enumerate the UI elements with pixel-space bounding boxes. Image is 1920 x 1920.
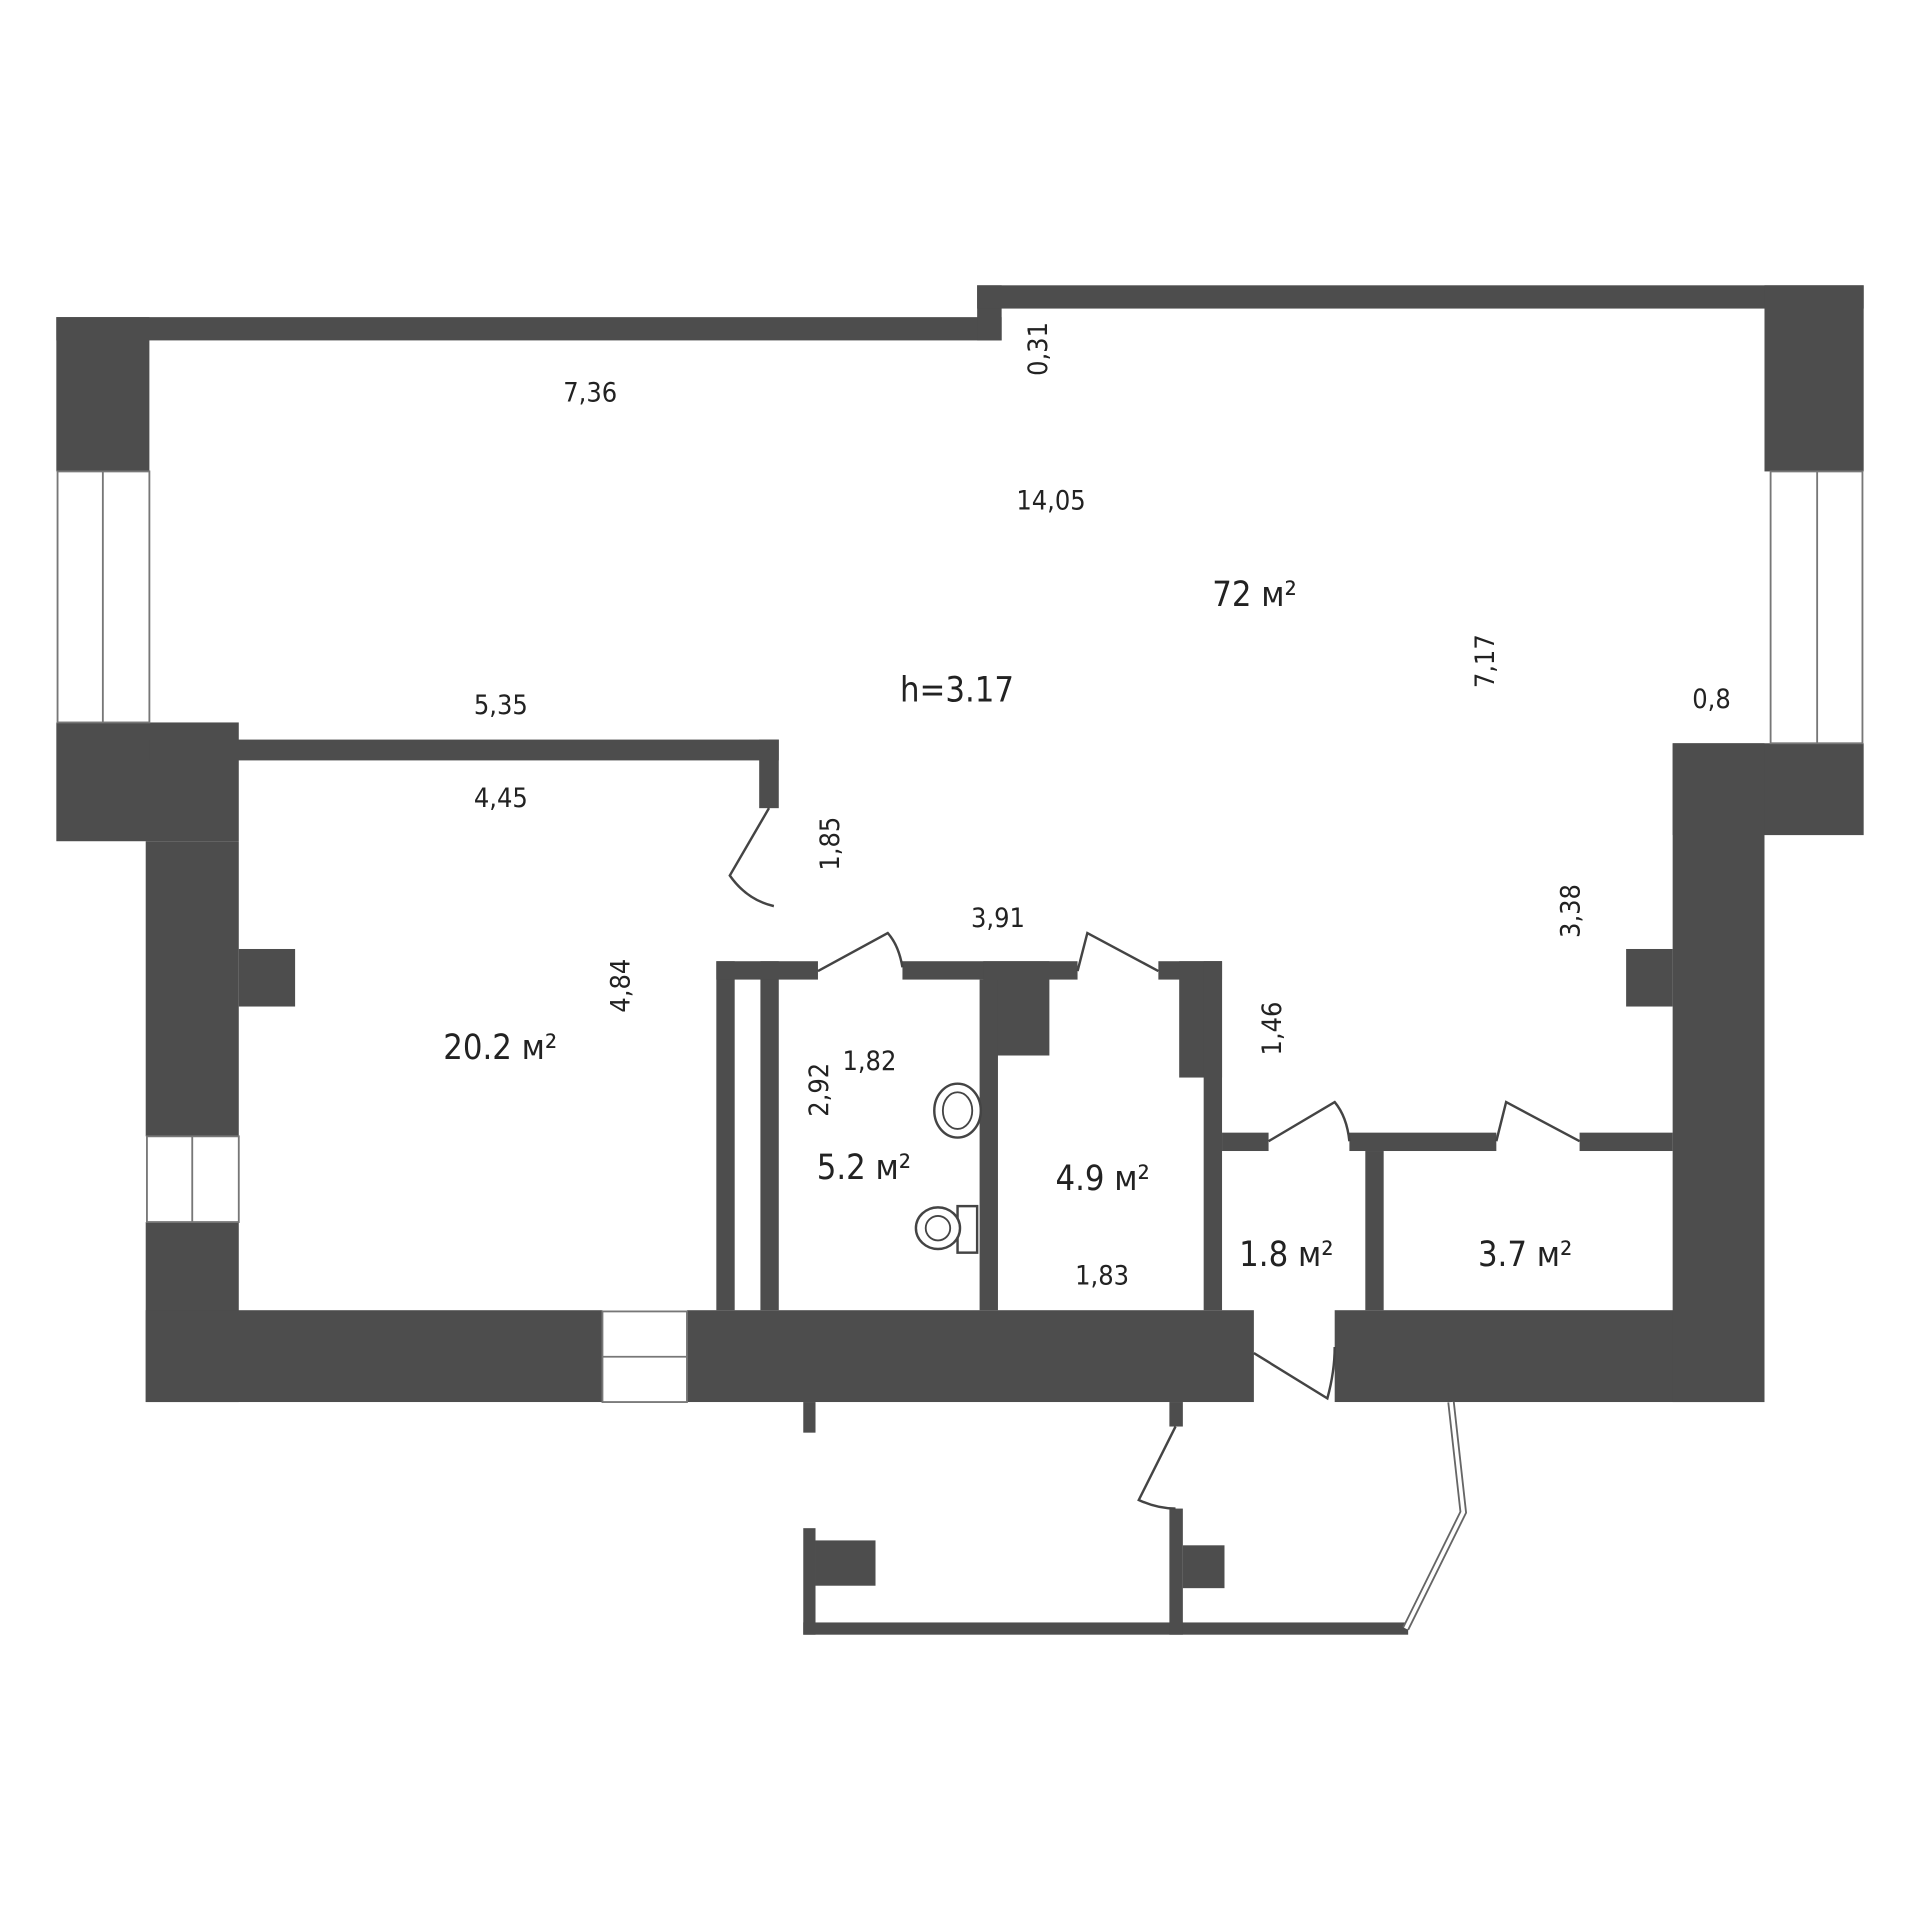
room-4-9-area: 4.9 м² [1056, 1159, 1150, 1199]
dim-0-8: 0,8 [1692, 684, 1731, 715]
dim-0-31: 0,31 [1023, 322, 1054, 376]
door-bathroom [817, 931, 904, 973]
dim-1-85: 1,85 [815, 817, 846, 871]
doors [728, 807, 1581, 1510]
sink-icon [933, 1082, 983, 1139]
windows [56, 470, 1864, 1631]
dim-7-17: 7,17 [1470, 634, 1501, 688]
dim-1-83: 1,83 [1075, 1260, 1129, 1291]
dim-5-35: 5,35 [474, 690, 528, 721]
ceiling-height: h=3.17 [900, 671, 1014, 711]
door-entrance [1253, 1346, 1336, 1401]
door-balcony [1137, 1425, 1177, 1510]
dim-1-46: 1,46 [1257, 1002, 1288, 1056]
bedroom-area: 20.2 м² [443, 1028, 557, 1068]
labels: 72 м² h=3.17 20.2 м² 5.2 м² 4.9 м² 1.8 м… [443, 322, 1730, 1291]
door-bedroom [728, 807, 775, 908]
dim-4-45: 4,45 [474, 783, 528, 814]
dim-4-84: 4,84 [605, 959, 636, 1013]
room-1-8-area: 1.8 м² [1239, 1235, 1333, 1275]
door-room-4-9 [1076, 931, 1159, 973]
door-room-1-8 [1267, 1100, 1351, 1143]
dim-3-91: 3,91 [971, 903, 1025, 934]
fixtures [914, 1082, 983, 1254]
dim-3-38: 3,38 [1556, 884, 1587, 938]
door-room-3-7 [1495, 1100, 1581, 1143]
toilet-icon [914, 1204, 979, 1254]
dim-2-92: 2,92 [804, 1063, 835, 1117]
room-3-7-area: 3.7 м² [1478, 1235, 1572, 1275]
dim-1-82: 1,82 [842, 1046, 896, 1077]
living-area: 72 м² [1212, 575, 1297, 615]
dim-7-36: 7,36 [563, 378, 617, 409]
walls [56, 285, 1864, 1635]
dim-14-05: 14,05 [1016, 485, 1085, 516]
bathroom-area: 5.2 м² [817, 1148, 911, 1188]
